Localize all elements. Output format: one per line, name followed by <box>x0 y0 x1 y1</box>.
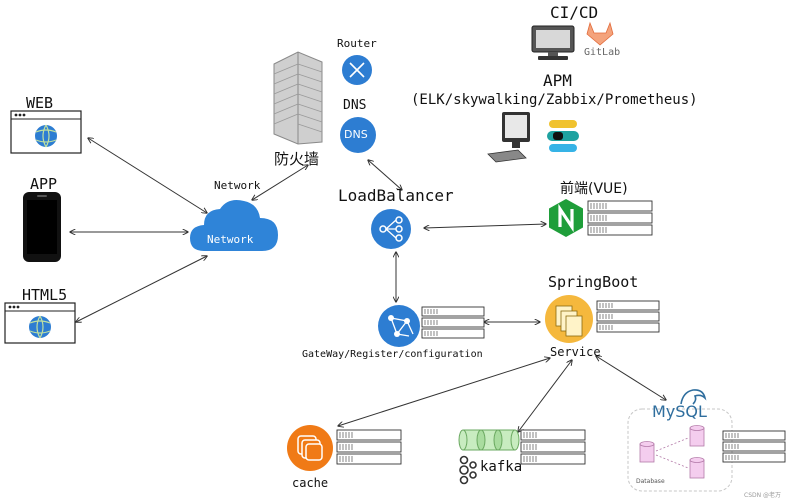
mysql-server-icon <box>722 430 786 464</box>
mysql-dolphin-icon <box>677 384 707 408</box>
arrow-service-cache <box>338 358 550 426</box>
kafka-logo-icon <box>456 455 478 485</box>
firewall-icon <box>268 50 326 146</box>
html5-label: HTML5 <box>22 286 68 304</box>
network-cloud-icon <box>188 196 280 254</box>
dns-circle-label: DNS <box>344 128 368 141</box>
gitlab-icon <box>585 20 615 46</box>
cicd-label: CI/CD <box>550 3 599 22</box>
phone-icon <box>22 191 62 263</box>
router-label: Router <box>337 37 377 50</box>
kafka-label: kafka <box>480 459 523 475</box>
loadbalancer-label: LoadBalancer <box>338 186 454 205</box>
apm-tools-label: (ELK/skywalking/Zabbix/Prometheus) <box>411 92 698 108</box>
cicd-computer-icon <box>530 24 578 62</box>
firewall-label: 防火墙 <box>274 150 320 168</box>
web-label: WEB <box>26 94 54 112</box>
elk-icon <box>545 118 581 156</box>
cache-icon <box>286 424 334 472</box>
apm-label: APM <box>543 71 572 90</box>
gitlab-label: GitLab <box>584 47 621 58</box>
frontend-label: 前端(VUE) <box>560 181 628 197</box>
frontend-server-icon <box>587 200 653 236</box>
cache-label: cache <box>292 476 329 490</box>
database-label: Database <box>636 478 665 485</box>
arrow-service-kafka <box>518 360 572 432</box>
mysql-label: MySQL <box>652 402 707 421</box>
arrow-loadbalancer-frontend <box>424 224 546 228</box>
apm-computer-icon <box>486 110 534 166</box>
dns-icon <box>339 116 377 154</box>
database-icons <box>634 424 724 484</box>
cache-server-icon <box>336 429 402 465</box>
service-server-icon <box>596 300 660 334</box>
html5-browser-icon <box>4 302 76 344</box>
network-cloud-label: Network <box>207 233 254 246</box>
gateway-icon <box>377 304 421 348</box>
arrow-network-firewall <box>252 165 308 200</box>
arrow-web-network <box>88 138 207 213</box>
nginx-icon <box>546 198 586 238</box>
springboot-label: SpringBoot <box>548 273 639 291</box>
arrow-dns-loadbalancer <box>368 160 402 190</box>
network-title: Network <box>214 179 261 192</box>
arrow-html5-network <box>76 256 207 322</box>
service-label: Service <box>550 345 601 359</box>
dns-title: DNS <box>343 98 367 113</box>
kafka-queue-icon <box>458 428 520 454</box>
arrow-service-mysql <box>596 356 666 400</box>
kafka-server-icon <box>520 429 586 465</box>
springboot-service-icon <box>544 294 594 344</box>
gateway-label: GateWay/Register/configuration <box>302 349 483 360</box>
app-label: APP <box>30 175 58 193</box>
router-icon <box>341 54 373 86</box>
mysql-cluster-box <box>627 408 733 492</box>
web-browser-icon <box>10 110 82 154</box>
gateway-server-icon <box>421 306 485 340</box>
watermark: CSDN @老万 <box>744 492 782 499</box>
loadbalancer-icon <box>370 208 412 250</box>
